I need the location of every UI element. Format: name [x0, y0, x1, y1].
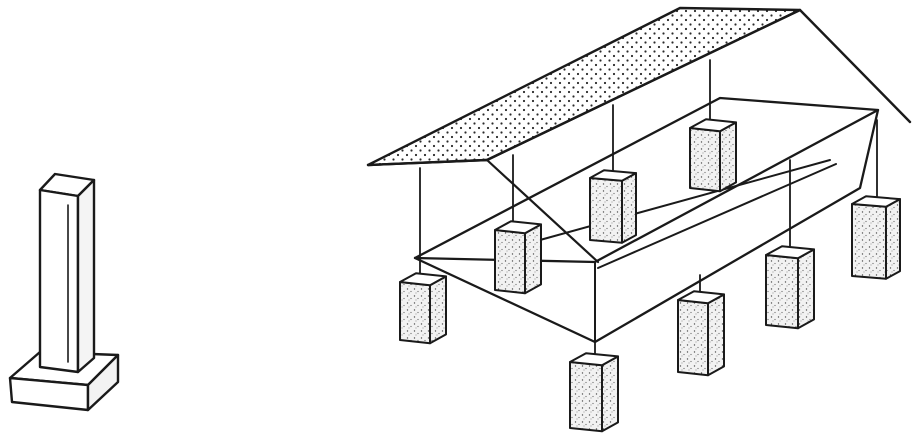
footing-block-top — [851, 195, 901, 208]
footing-block-top — [589, 169, 637, 182]
footing-block-front — [494, 229, 526, 295]
footing-block-front — [677, 299, 709, 377]
footing-block-top — [569, 352, 619, 367]
footing-block-front — [589, 177, 623, 244]
footing-block-front — [851, 203, 887, 280]
footing-block-front — [569, 361, 603, 433]
pillar-on-base-icon — [8, 172, 120, 412]
footing-block-front — [765, 254, 799, 330]
pillar-base-front — [8, 376, 90, 412]
post-lines — [419, 59, 878, 363]
footing-block — [765, 245, 815, 330]
pillar-base-side — [86, 353, 120, 412]
footing-block-side — [429, 275, 447, 345]
footing-block-side — [719, 121, 737, 193]
footing-block-side — [885, 198, 901, 280]
footing-block-top — [765, 245, 815, 260]
footing-block-side — [524, 223, 542, 295]
footing-block-front — [689, 127, 721, 193]
footing-block-side — [621, 172, 637, 244]
pillar-side — [76, 178, 96, 374]
footing-block — [689, 118, 737, 193]
footing-block — [677, 290, 725, 377]
footing-block — [589, 169, 637, 244]
roof-ridge-outline — [485, 8, 912, 162]
footing-block — [569, 352, 619, 433]
footing-block — [494, 220, 542, 295]
footing-block-top — [399, 272, 447, 287]
footing-blocks — [399, 118, 901, 433]
footing-block — [851, 195, 901, 280]
floor-frame — [413, 108, 880, 344]
footing-block-front — [399, 281, 431, 345]
pillar-front — [38, 188, 80, 374]
footing-block-side — [797, 248, 815, 330]
footing-block — [399, 272, 447, 345]
footing-block-top — [689, 118, 737, 133]
footing-block-side — [707, 293, 725, 377]
footing-block-top — [677, 290, 725, 305]
exploded-house-frame-icon — [366, 6, 912, 433]
footing-block-top — [494, 220, 542, 235]
footing-block-side — [601, 355, 619, 433]
